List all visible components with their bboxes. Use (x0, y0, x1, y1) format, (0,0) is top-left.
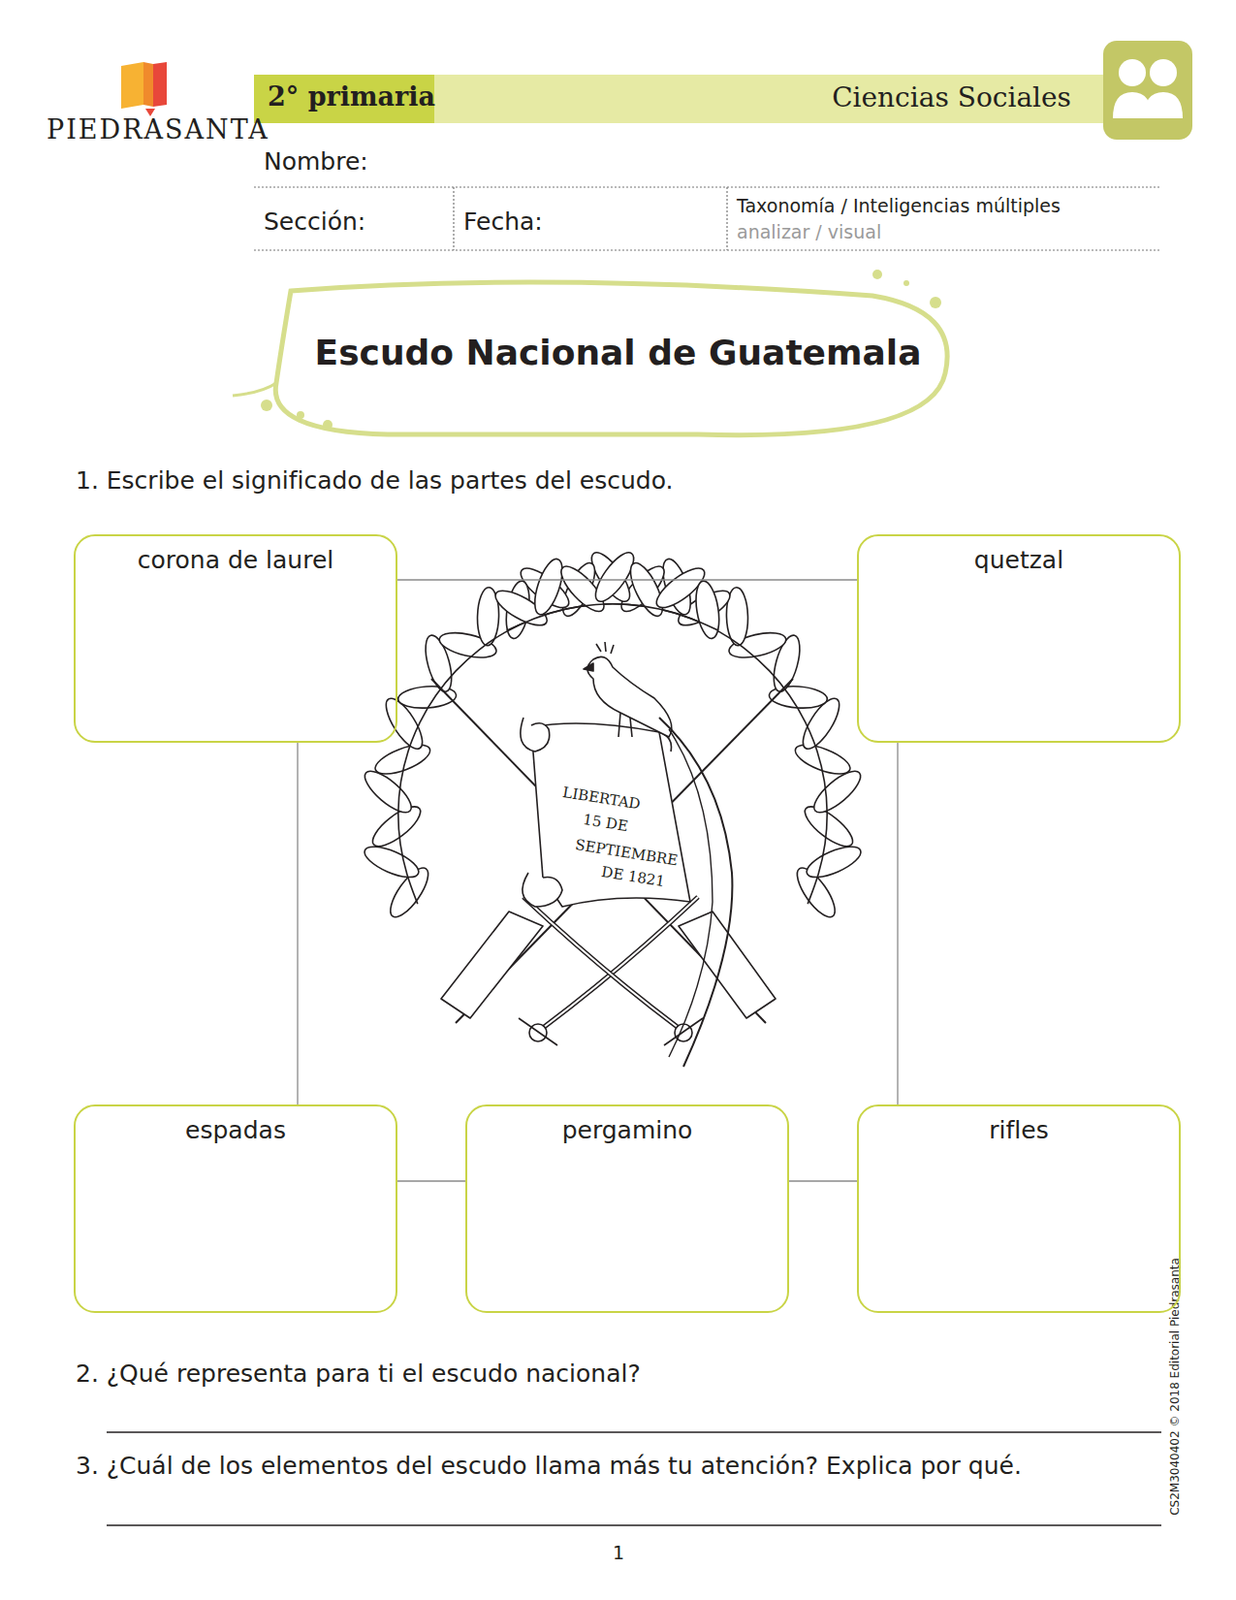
field-label: Nombre: (263, 147, 369, 176)
answer-box: espadas (73, 1104, 398, 1313)
connector-line (397, 1179, 466, 1181)
coat-of-arms (358, 546, 866, 1067)
icon-square (1103, 40, 1193, 140)
grade-label: 2° primaria (267, 81, 436, 112)
field-label: Sección: (263, 207, 366, 236)
question-text: 1. Escribe el significado de las partes … (75, 466, 673, 495)
laurel-leaf (360, 840, 423, 884)
taxonomy-value: analizar / visual (736, 221, 882, 243)
answer-box: rifles (856, 1104, 1181, 1313)
rifle-left (431, 678, 776, 1023)
box-heading: corona de laurel (75, 536, 396, 574)
connector-line (397, 578, 857, 580)
laurel-leaf (624, 558, 669, 621)
laurel-leaf (529, 555, 569, 618)
swords (518, 896, 703, 1046)
subject-label: Ciencias Sociales (831, 81, 1072, 114)
people-icon (1112, 59, 1183, 119)
brand-name: PIEDRASANTA (46, 114, 270, 145)
header-bar (253, 74, 1166, 124)
box-heading: rifles (858, 1106, 1179, 1144)
answer-box: quetzal (856, 534, 1181, 743)
logo-icon (121, 62, 167, 117)
answer-box: pergamino (465, 1104, 790, 1313)
worksheet-title: Escudo Nacional de Guatemala (0, 332, 1236, 373)
form-lines (253, 187, 1162, 251)
answer-box: corona de laurel (73, 534, 398, 743)
laurel-wreath (358, 546, 866, 922)
laurel-leaf (802, 840, 865, 884)
page-number: 1 (612, 1541, 625, 1563)
connector-line (896, 742, 898, 1105)
question-text: 2. ¿Qué representa para ti el escudo nac… (75, 1359, 641, 1388)
connector-line (789, 1179, 857, 1181)
question-text: 3. ¿Cuál de los elementos del escudo lla… (75, 1451, 1022, 1480)
field-label: Fecha: (463, 207, 543, 236)
box-heading: quetzal (858, 536, 1179, 574)
taxonomy-label: Taxonomía / Inteligencias múltiples (736, 194, 1061, 217)
scroll (520, 717, 691, 907)
box-heading: espadas (75, 1106, 396, 1144)
connector-line (296, 742, 298, 1105)
box-heading: pergamino (467, 1106, 788, 1144)
